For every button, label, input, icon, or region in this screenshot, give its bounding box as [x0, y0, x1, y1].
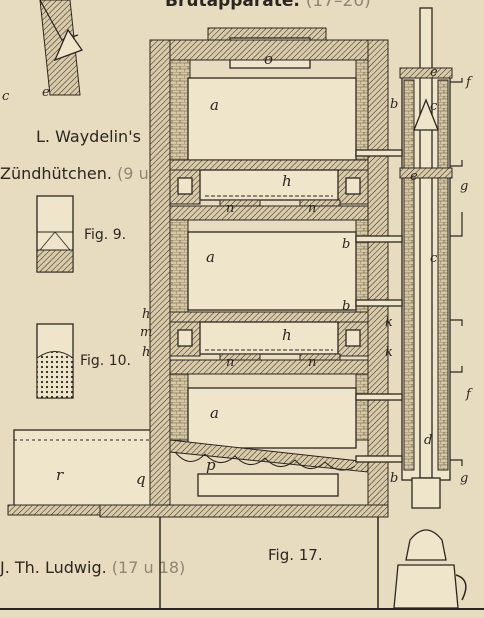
water-tank-r: [7, 429, 155, 516]
label-c-left: c: [2, 89, 10, 104]
fig9-cap-drawing: [36, 195, 74, 273]
fig10-cap-drawing: [36, 323, 74, 399]
fig10-label: Fig. 10.: [80, 353, 131, 369]
label-h-left-2: h: [142, 345, 150, 360]
label-e-left: e: [42, 85, 50, 100]
header-title-main: Brutapparate.: [165, 0, 300, 11]
fig17-label: Fig. 17.: [268, 546, 323, 564]
label-f-2: f: [465, 387, 473, 402]
label-g-2: g: [460, 471, 468, 486]
header-title: Brutapparate. (17–20): [165, 0, 371, 11]
label-q: q: [136, 470, 146, 488]
waydelin-subject-name: Zündhütchen.: [0, 164, 112, 183]
label-h-top: h: [282, 172, 292, 190]
top-left-fragment: c e: [2, 0, 84, 104]
waydelin-author: L. Waydelin's: [36, 127, 141, 146]
ludwig-author-ref: (17 u 18): [112, 558, 186, 577]
fig9-label: Fig. 9.: [84, 227, 126, 243]
label-c-1: c: [430, 99, 438, 114]
label-h-left: h: [142, 307, 150, 322]
label-b-1: b: [390, 97, 398, 112]
label-k-right: k: [385, 345, 393, 360]
label-b-2: b: [342, 237, 350, 252]
label-b-4: b: [390, 471, 398, 486]
label-n-mid-1: n: [226, 355, 234, 370]
label-e-1: e: [430, 65, 438, 80]
label-g-1: g: [460, 179, 468, 194]
label-o: o: [264, 50, 273, 68]
label-n-mid-2: n: [308, 355, 316, 370]
label-e-2: e: [410, 169, 418, 184]
label-d: d: [424, 433, 432, 448]
label-m-left: m: [140, 325, 152, 340]
label-c-2: c: [430, 251, 438, 266]
label-b-3: b: [342, 299, 350, 314]
label-n-top-1: n: [226, 201, 234, 216]
label-n-top-2: n: [308, 201, 316, 216]
label-a-mid: a: [206, 248, 215, 266]
header-title-ref: (17–20): [306, 0, 371, 11]
label-r: r: [56, 466, 64, 484]
ludwig-author-name: J. Th. Ludwig.: [0, 558, 107, 577]
label-a-top: a: [210, 96, 219, 114]
ludwig-author: J. Th. Ludwig. (17 u 18): [0, 558, 185, 577]
incubator-drawing: [99, 7, 467, 609]
label-k-right-top: k: [385, 315, 393, 330]
label-p: p: [206, 456, 216, 474]
label-f-1: f: [465, 75, 473, 90]
label-a-bottom: a: [210, 404, 219, 422]
label-h-mid: h: [282, 326, 292, 344]
